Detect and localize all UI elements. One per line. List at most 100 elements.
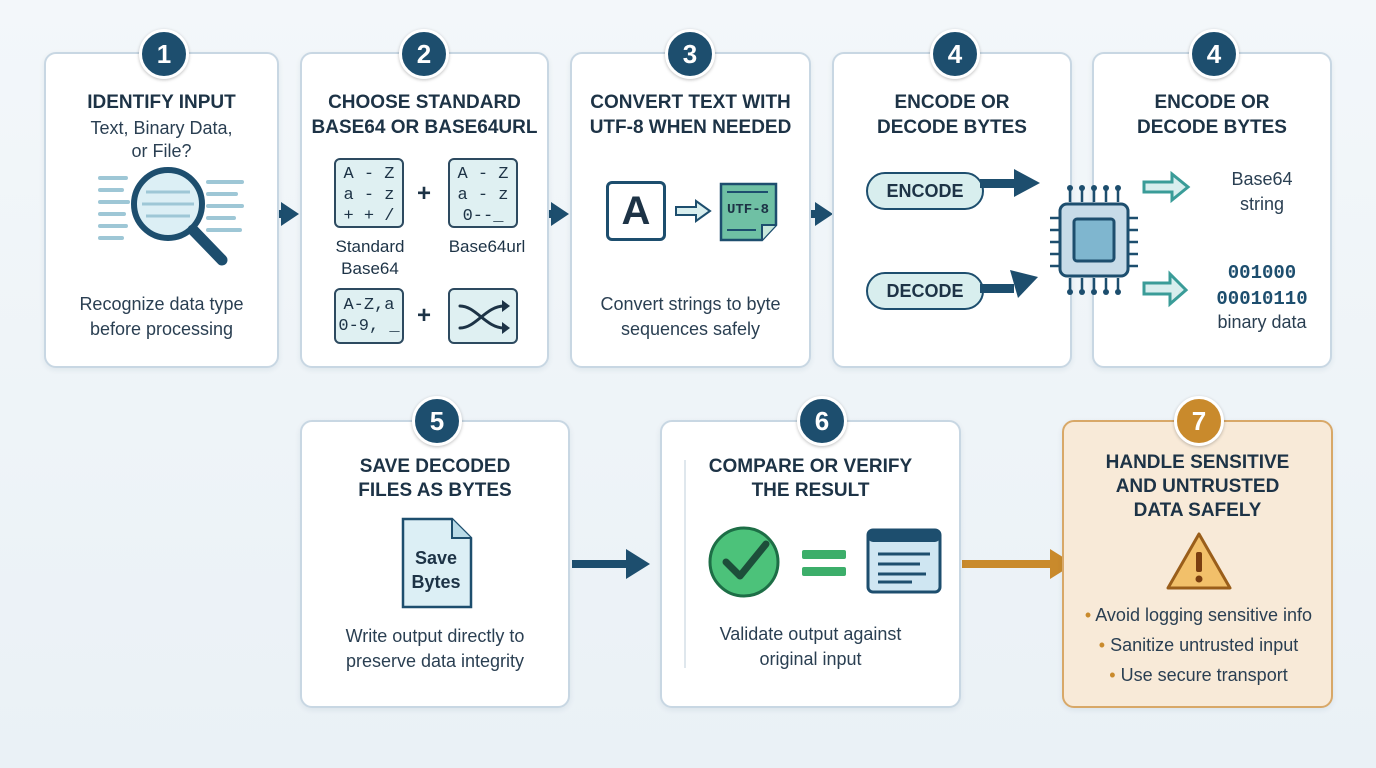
magnifier-icon — [98, 167, 244, 266]
step-number-badge: 7 — [1174, 396, 1224, 446]
charset-line: a - z — [343, 186, 395, 205]
step-title: CHOOSE STANDARD — [328, 92, 521, 113]
arrow-right-icon — [980, 169, 1040, 197]
step-title: FILES AS BYTES — [358, 480, 512, 501]
step-title: UTF-8 WHEN NEEDED — [589, 117, 792, 138]
charset-line: A - Z — [457, 165, 509, 184]
step-description: preserve data integrity — [345, 651, 525, 671]
arrow-right-icon — [1142, 170, 1191, 204]
charset-line: + + / — [343, 207, 395, 226]
bullet-text: Avoid logging sensitive info — [1095, 605, 1313, 625]
step-number-badge: 2 — [399, 29, 449, 79]
step-title: THE RESULT — [751, 480, 870, 501]
step-card-convert-utf8: CONVERT TEXT WITH UTF-8 WHEN NEEDED A UT… — [570, 52, 811, 368]
bits-line: 00010110 — [1216, 288, 1308, 310]
charset-tile-alnum: A-Z,a 0-9, _ — [334, 288, 404, 344]
output-line: string — [1239, 194, 1284, 214]
step-title: ENCODE OR — [1154, 92, 1270, 113]
step-title: SAVE DECODED — [359, 456, 511, 477]
step-subtitle: or File? — [131, 141, 192, 161]
chip-icon — [1050, 185, 1138, 295]
step-number-badge: 1 — [139, 29, 189, 79]
step-title: IDENTIFY INPUT — [87, 92, 236, 113]
file-label: Save Bytes — [400, 546, 472, 594]
charset-tile-standard: A - Z a - z + + / — [334, 158, 404, 228]
step-title: CONVERT TEXT WITH — [590, 92, 791, 113]
text-letter-box: A — [606, 181, 666, 241]
utf8-label: UTF-8 — [726, 202, 769, 218]
arrow-right-icon — [1142, 270, 1189, 308]
document-icon: UTF-8 — [718, 181, 780, 243]
binary-output: 001000 00010110 — [1204, 260, 1320, 312]
standard-base64-label: Standard Base64 — [316, 236, 424, 280]
label-line: Base64 — [341, 259, 399, 278]
decode-pill: DECODE — [866, 272, 984, 310]
file-label-line: Bytes — [411, 572, 461, 592]
step-title: DECODE BYTES — [877, 117, 1027, 138]
file-label-line: Save — [414, 548, 458, 568]
step-description: Convert strings to byte — [600, 294, 781, 314]
step-title: DECODE BYTES — [1137, 117, 1287, 138]
output-line: Base64 — [1231, 169, 1293, 189]
step-description: sequences safely — [620, 319, 761, 339]
step-card-identify-input: IDENTIFY INPUT Text, Binary Data, or Fil… — [44, 52, 279, 368]
step-card-encode-decode-output: ENCODE OR DECODE BYTES Base64 string 001… — [1092, 52, 1332, 368]
document-icon: Save Bytes — [400, 516, 474, 610]
charset-line: 0-9, _ — [338, 317, 400, 336]
charset-line: A-Z,a — [343, 296, 395, 315]
bullet-text: Use secure transport — [1120, 665, 1288, 685]
step-number-badge: 5 — [412, 396, 462, 446]
arrow-right-icon — [572, 549, 650, 579]
step-title: DATA SAFELY — [1133, 500, 1262, 521]
step-description: Recognize data type — [79, 294, 244, 314]
step-title: COMPARE OR VERIFY — [708, 456, 913, 477]
verify-illustration — [708, 526, 942, 598]
bullet-item: • Use secure transport — [1109, 665, 1288, 685]
step-number-badge: 4 — [1189, 29, 1239, 79]
safety-bullets: • Avoid logging sensitive info • Sanitiz… — [1064, 600, 1333, 690]
encode-decode-connectors — [980, 169, 1191, 308]
bullet-text: Sanitize untrusted input — [1110, 635, 1299, 655]
text-window-icon — [866, 528, 942, 594]
step-title: AND UNTRUSTED — [1115, 476, 1280, 497]
step-card-verify-result: COMPARE OR VERIFY THE RESULT Validate ou… — [660, 420, 961, 708]
step-card-choose-standard: CHOOSE STANDARD BASE64 OR BASE64URL A - … — [300, 52, 549, 368]
charset-line: 0--_ — [462, 207, 504, 226]
base64-string-output: Base64 string — [1212, 167, 1312, 217]
bits-line: 001000 — [1227, 262, 1297, 284]
divider — [684, 460, 686, 668]
shuffle-tile — [448, 288, 518, 344]
encode-pill: ENCODE — [866, 172, 984, 210]
label-line: Standard — [335, 237, 405, 256]
step-subtitle: Text, Binary Data, — [90, 118, 233, 138]
step-description: Write output directly to — [345, 626, 525, 646]
step-title: HANDLE SENSITIVE — [1105, 452, 1290, 473]
equals-icon — [802, 550, 846, 576]
step-title: BASE64 OR BASE64URL — [311, 117, 538, 138]
charset-tile-url: A - Z a - z 0--_ — [448, 158, 518, 228]
bullet-item: • Avoid logging sensitive info — [1084, 605, 1313, 625]
plus-sign: + — [417, 180, 432, 207]
charset-line: a - z — [457, 186, 509, 205]
arrow-right-icon — [980, 270, 1038, 298]
step-title: ENCODE OR — [894, 92, 1010, 113]
step-card-handle-sensitive: HANDLE SENSITIVE AND UNTRUSTED DATA SAFE… — [1062, 420, 1333, 708]
check-circle-icon — [708, 526, 780, 598]
step-description: before processing — [89, 319, 234, 339]
binary-data-label: binary data — [1217, 312, 1307, 332]
step-description: original input — [759, 649, 862, 669]
shuffle-icon — [458, 300, 510, 334]
plus-sign: + — [417, 302, 432, 329]
warning-icon — [1166, 532, 1232, 590]
step-description: Validate output against — [719, 624, 902, 644]
step-card-save-bytes: SAVE DECODED FILES AS BYTES Save Bytes W… — [300, 420, 570, 708]
step-number-badge: 3 — [665, 29, 715, 79]
step-number-badge: 6 — [797, 396, 847, 446]
base64url-label: Base64url — [448, 237, 526, 256]
step-card-encode-decode: ENCODE OR DECODE BYTES ENCODE DECODE — [832, 52, 1072, 368]
arrow-right-icon — [675, 199, 712, 223]
charset-line: A - Z — [343, 165, 395, 184]
bullet-item: • Sanitize untrusted input — [1098, 635, 1299, 655]
arrow-right-icon — [962, 549, 1074, 579]
